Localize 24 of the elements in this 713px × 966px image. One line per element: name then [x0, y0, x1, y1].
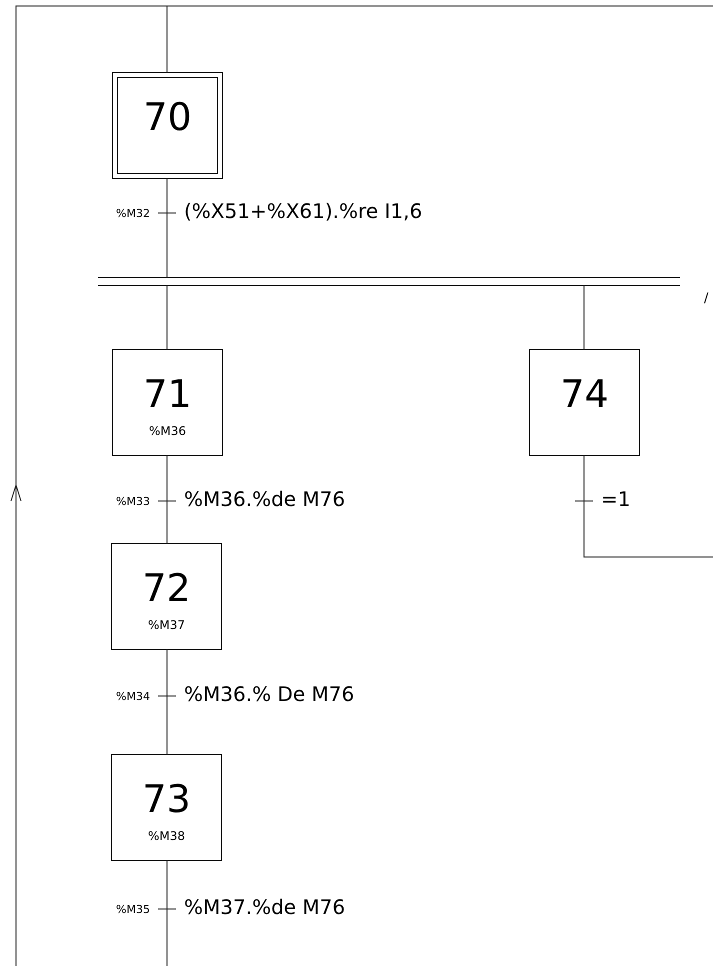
step-variable: %M36 [148, 424, 188, 438]
stray-mark-text: / [704, 292, 708, 306]
step-box [111, 754, 222, 861]
initial-step-box [112, 72, 223, 179]
transition-condition: =1 [601, 487, 630, 511]
transition-variable: %M32 [116, 207, 150, 221]
transition-condition: %M36.%de M76 [184, 487, 346, 511]
step-box [112, 349, 223, 456]
parallel-double-bar [98, 277, 680, 286]
transition-variable: %M35 [116, 903, 150, 917]
step-number: 71 [142, 372, 193, 416]
step-number: 73 [141, 777, 192, 821]
transition-condition: %M36.% De M76 [184, 682, 354, 706]
step-variable: %M38 [146, 829, 186, 843]
transition-variable: %M33 [116, 495, 150, 509]
step-number: 70 [142, 95, 193, 139]
step-number: 74 [559, 372, 610, 416]
step-box [111, 543, 222, 650]
transition-condition: (%X51+%X61).%re I1,6 [184, 199, 422, 223]
transition-condition: %M37.%de M76 [184, 895, 346, 919]
transition-variable: %M34 [116, 690, 150, 704]
step-box [529, 349, 640, 456]
step-number: 72 [141, 566, 192, 610]
step-variable: %M37 [146, 618, 186, 632]
